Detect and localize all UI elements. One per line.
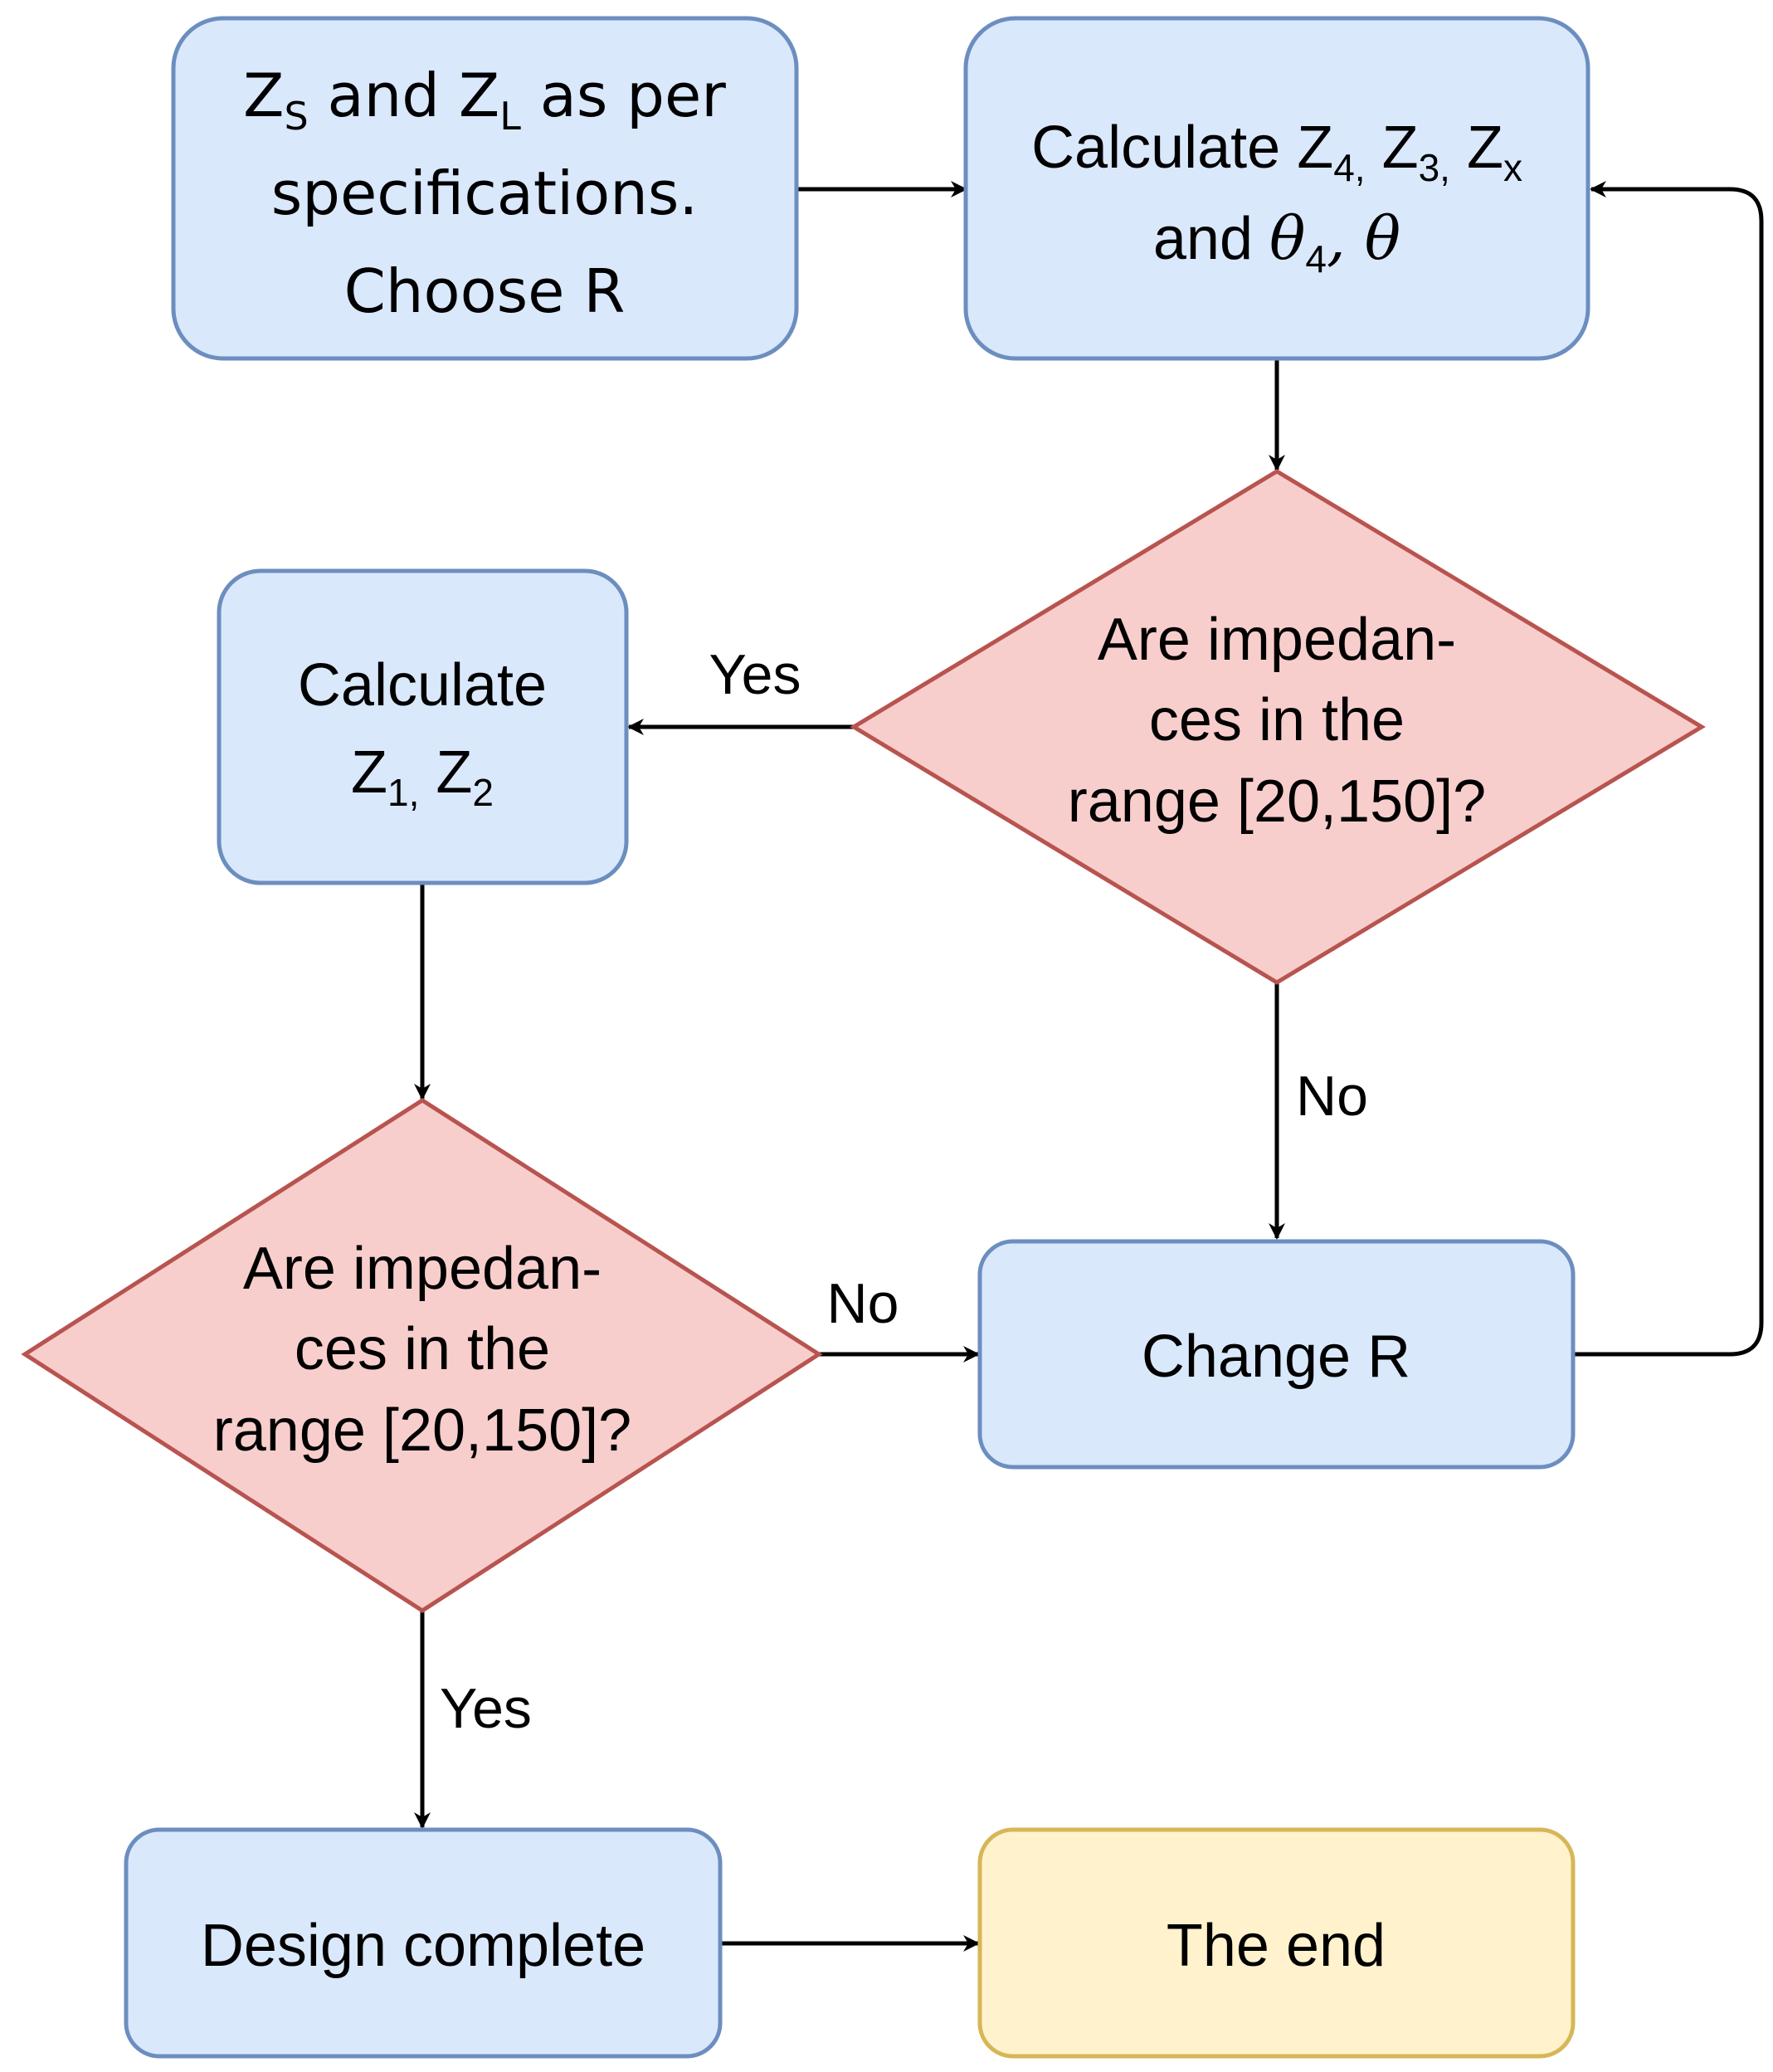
node-start: ZS and ZL as per specifications. Choose … [171,16,799,361]
start-line-3: Choose R [344,256,626,326]
the-end-label: The end [1167,1913,1386,1979]
edge-label-yes-1: Yes [709,643,801,706]
node-change-r: Change R [977,1239,1576,1470]
decision-1-line-3: range [20,150]? [1068,768,1486,835]
decision-1-line-2: ces in the [1149,687,1405,753]
design-complete-label: Design complete [201,1913,645,1979]
calculate-z1-line-2: Z1, Z2 [351,739,494,814]
edges [414,181,1764,1952]
edge-label-no-2: No [827,1272,899,1335]
node-decision-2: Are impedan- ces in the range [20,150]? [21,1098,823,1613]
decision-2-line-3: range [20,150]? [213,1397,631,1464]
decision-2-line-1: Are impedan- [243,1236,602,1302]
calculate-z4-line-1: Calculate Z4, Z3, Zx [1031,115,1522,189]
decision-1-line-1: Are impedan- [1098,607,1456,673]
edge-label-no-1: No [1296,1065,1368,1128]
calculate-z1-line-1: Calculate [298,652,547,719]
node-calculate-z1-z2: Calculate Z1, Z2 [217,568,629,885]
decision-2-line-2: ces in the [295,1316,550,1382]
start-line-2: specifications. [271,158,698,228]
node-the-end: The end [977,1827,1576,2059]
edge-change-r-loop-back [1573,181,1764,1357]
change-r-label: Change R [1142,1324,1410,1390]
node-calculate-z4-z3-zx: Calculate Z4, Z3, Zx and θ4, θ [963,16,1590,361]
calculate-z4-line-2: and θ4, θ [1153,203,1400,280]
edge-label-yes-2: Yes [440,1677,532,1740]
start-line-1: ZS and ZL as per [243,61,726,139]
node-design-complete: Design complete [124,1827,723,2059]
node-decision-1: Are impedan- ces in the range [20,150]? [850,469,1706,985]
